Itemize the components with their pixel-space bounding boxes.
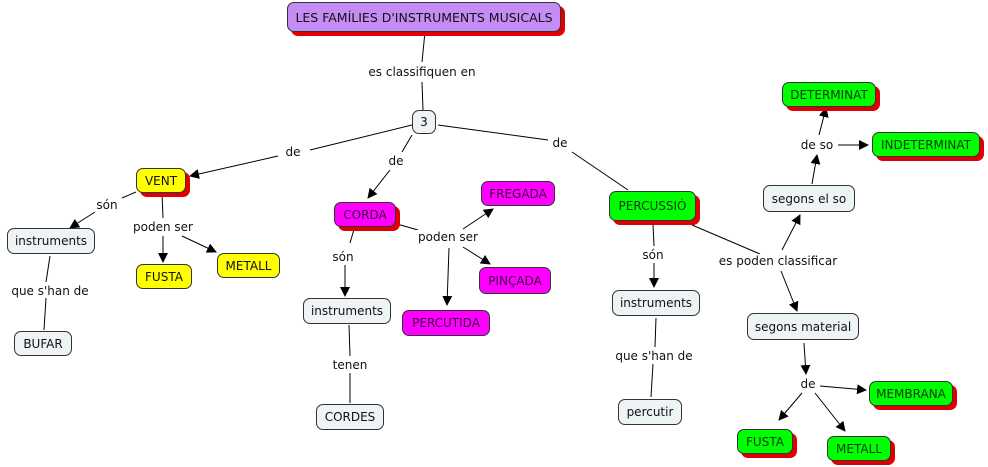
arrow-to-corda xyxy=(367,169,391,199)
node-metall-perc[interactable]: METALL xyxy=(827,436,891,461)
line-count-de-corda xyxy=(401,134,413,153)
arrow-to-percutida xyxy=(442,247,453,306)
link-label-poden-corda: poden ser xyxy=(416,230,480,244)
node-vent[interactable]: VENT xyxy=(136,168,186,193)
link-label-son-vent: són xyxy=(94,198,120,212)
link-label-classifiquen: es classifiquen en xyxy=(366,65,478,79)
line-vent-poden xyxy=(161,192,164,219)
arrow-to-metall-vent xyxy=(181,235,217,253)
link-label-son-perc: són xyxy=(640,248,666,262)
node-fusta-vent[interactable]: FUSTA xyxy=(136,264,192,289)
link-label-de-perc: de xyxy=(550,136,570,150)
node-percutida[interactable]: PERCUTIDA xyxy=(402,310,490,336)
title-node[interactable]: LES FAMÍLIES D'INSTRUMENTS MUSICALS xyxy=(287,2,561,32)
node-instruments-perc[interactable]: instruments xyxy=(612,290,700,316)
node-cordes[interactable]: CORDES xyxy=(316,404,384,430)
arrow-to-pincada xyxy=(462,246,491,265)
link-label-de-corda: de xyxy=(386,154,406,168)
arrow-to-vent xyxy=(189,155,279,179)
node-corda[interactable]: CORDA xyxy=(334,202,396,227)
line-title-link xyxy=(421,31,426,63)
line-corda-son xyxy=(349,225,356,244)
line-perc-son xyxy=(652,223,655,247)
link-label-poden-vent: poden ser xyxy=(131,220,195,234)
link-label-son-corda: són xyxy=(330,250,356,264)
line-corda-poden xyxy=(396,223,419,231)
arrow-to-fusta-perc xyxy=(778,392,803,421)
arrow-to-segons-so xyxy=(781,214,801,251)
line-instr-tenen xyxy=(348,324,351,357)
node-fregada[interactable]: FREGADA xyxy=(481,181,555,206)
link-label-de-material: de xyxy=(798,377,818,391)
line-que-bufar xyxy=(43,297,47,331)
link-label-que-perc: que s'han de xyxy=(613,349,695,363)
link-label-tenen: tenen xyxy=(330,358,370,372)
node-percussio[interactable]: PERCUSSIÓ xyxy=(609,191,696,221)
arrow-material-de xyxy=(800,342,811,375)
line-que-percutir xyxy=(650,363,654,398)
node-membrana[interactable]: MEMBRANA xyxy=(869,381,953,406)
arrow-to-membrana xyxy=(819,384,867,395)
arrow-to-metall-perc xyxy=(814,392,846,432)
node-indeterminat[interactable]: INDETERMINAT xyxy=(872,132,980,157)
line-instr-que xyxy=(45,255,51,283)
node-instruments-vent[interactable]: instruments xyxy=(7,228,95,254)
arrow-vent-instruments xyxy=(69,211,96,229)
node-bufar[interactable]: BUFAR xyxy=(14,331,72,356)
count-node[interactable]: 3 xyxy=(412,110,436,134)
link-label-de-vent: de xyxy=(283,145,303,159)
line-link-count xyxy=(421,81,424,111)
link-label-que-vent: que s'han de xyxy=(9,284,91,298)
line-perc-classify xyxy=(691,224,761,255)
arrow-so-deso xyxy=(810,154,821,185)
line-de-perc xyxy=(571,151,629,191)
line-count-de-perc xyxy=(437,124,549,141)
node-segons-so[interactable]: segons el so xyxy=(763,185,855,212)
node-instruments-corda[interactable]: instruments xyxy=(303,298,391,324)
arrow-to-determinat xyxy=(818,107,829,136)
arrow-to-fregada xyxy=(462,208,494,230)
line-count-de-vent xyxy=(309,124,413,151)
arrow-to-segons-material xyxy=(780,270,799,312)
line-vent-son xyxy=(121,191,137,199)
link-label-classificar: es poden classificar xyxy=(716,254,840,268)
node-percutir[interactable]: percutir xyxy=(618,399,682,425)
node-segons-material[interactable]: segons material xyxy=(747,313,859,340)
node-pincada[interactable]: PINÇADA xyxy=(479,267,551,294)
node-metall-vent[interactable]: METALL xyxy=(217,253,280,278)
line-instr-que-perc xyxy=(654,317,657,348)
node-determinat[interactable]: DETERMINAT xyxy=(782,82,876,107)
link-label-de-so: de so xyxy=(798,138,836,152)
node-fusta-perc[interactable]: FUSTA xyxy=(737,429,793,454)
